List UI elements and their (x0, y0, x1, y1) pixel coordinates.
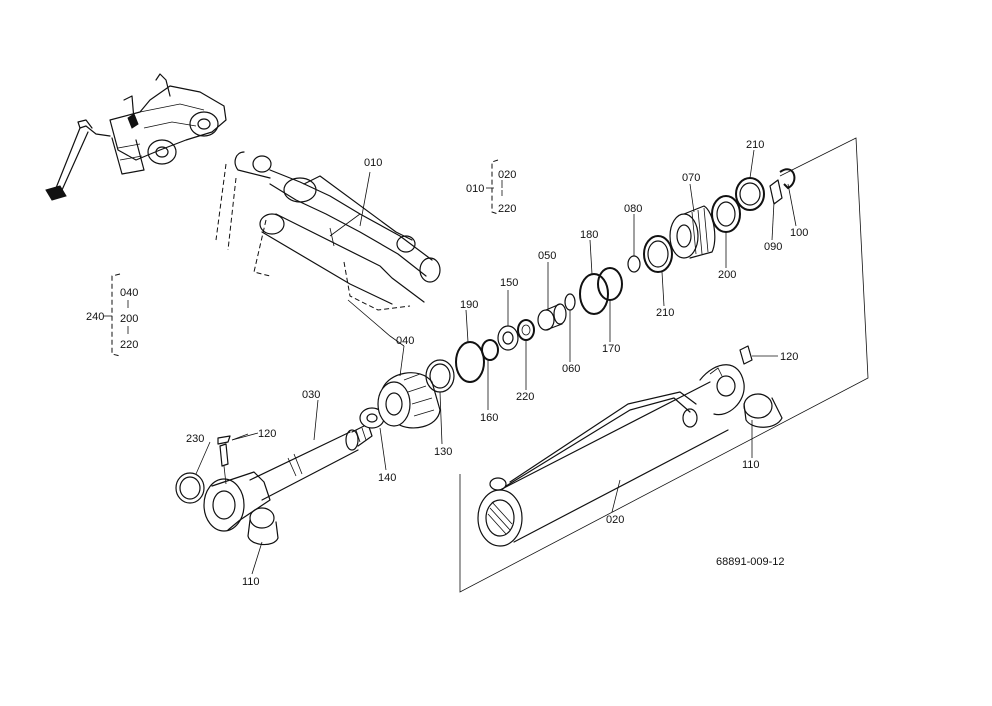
label-150: 150 (500, 277, 518, 289)
part-140-seal (359, 407, 385, 429)
label-200: 200 (718, 269, 736, 281)
label-220: 220 (516, 391, 534, 403)
drawing-code: 68891-009-12 (716, 556, 785, 568)
group-010-label: 010 (466, 183, 484, 195)
group-240-last: 220 (120, 339, 138, 351)
leader-lines (195, 149, 797, 575)
part-220-ring-inner (521, 324, 531, 336)
label-110-right: 110 (742, 459, 760, 471)
label-160: 160 (480, 412, 498, 424)
exploded-frame (459, 137, 869, 593)
group-240-bracket: 240 040 200 220 (86, 273, 138, 357)
label-020: 020 (606, 514, 624, 526)
part-200-ring-inner (716, 201, 736, 227)
label-060: 060 (562, 363, 580, 375)
label-090: 090 (764, 241, 782, 253)
machine-thumbnail (45, 73, 227, 201)
part-170-ring (597, 267, 623, 301)
part-180-ring (579, 273, 609, 315)
part-050-collar (537, 303, 567, 331)
label-190: 190 (460, 299, 478, 311)
label-140: 140 (378, 472, 396, 484)
label-010: 010 (364, 157, 382, 169)
assembled-cylinder-sketch (215, 151, 441, 347)
label-130: 130 (434, 446, 452, 458)
label-210-upper: 210 (746, 139, 764, 151)
part-080-ring (627, 255, 641, 273)
label-170: 170 (602, 343, 620, 355)
part-130-ring-inner (429, 363, 451, 389)
label-230: 230 (186, 433, 204, 445)
label-180: 180 (580, 229, 598, 241)
label-080: 080 (624, 203, 642, 215)
part-210-ring-lower-inner (647, 240, 669, 268)
group-240-first: 040 (120, 287, 138, 299)
label-210-lower: 210 (656, 307, 674, 319)
part-190-ring (455, 341, 485, 383)
label-040: 040 (396, 335, 414, 347)
group-010-from: 020 (498, 169, 516, 181)
part-020-tube (477, 345, 778, 547)
label-100: 100 (790, 227, 808, 239)
group-240-middle: 200 (120, 313, 138, 325)
part-210-ring-lower (643, 235, 673, 273)
group-010-bracket: 010 020 220 (466, 159, 516, 215)
part-090-pin (769, 179, 783, 205)
label-110-left: 110 (242, 576, 260, 588)
part-150-ring-inner (502, 331, 514, 345)
group-240-label: 240 (86, 311, 104, 323)
part-230-oring (175, 472, 205, 504)
part-110-bushing-right (743, 393, 783, 428)
part-220-ring (517, 319, 535, 341)
part-040-piston (377, 372, 441, 429)
part-210-ring-upper-inner (739, 182, 761, 206)
label-050: 050 (538, 250, 556, 262)
group-010-to: 220 (498, 203, 516, 215)
label-120-right: 120 (780, 351, 798, 363)
callout-labels: 010 040 030 230 120 110 140 130 190 160 … (186, 139, 808, 588)
part-150-ring (497, 325, 519, 351)
part-100-snap-ring (779, 168, 796, 190)
label-120-left: 120 (258, 428, 276, 440)
part-160-washer (481, 339, 499, 361)
part-230-oring-inner (179, 476, 201, 500)
label-030: 030 (302, 389, 320, 401)
piston-rod (203, 423, 373, 532)
part-060-ring (564, 293, 576, 311)
part-070-gland (669, 205, 716, 259)
part-110-bushing-left (247, 507, 279, 546)
label-070: 070 (682, 172, 700, 184)
